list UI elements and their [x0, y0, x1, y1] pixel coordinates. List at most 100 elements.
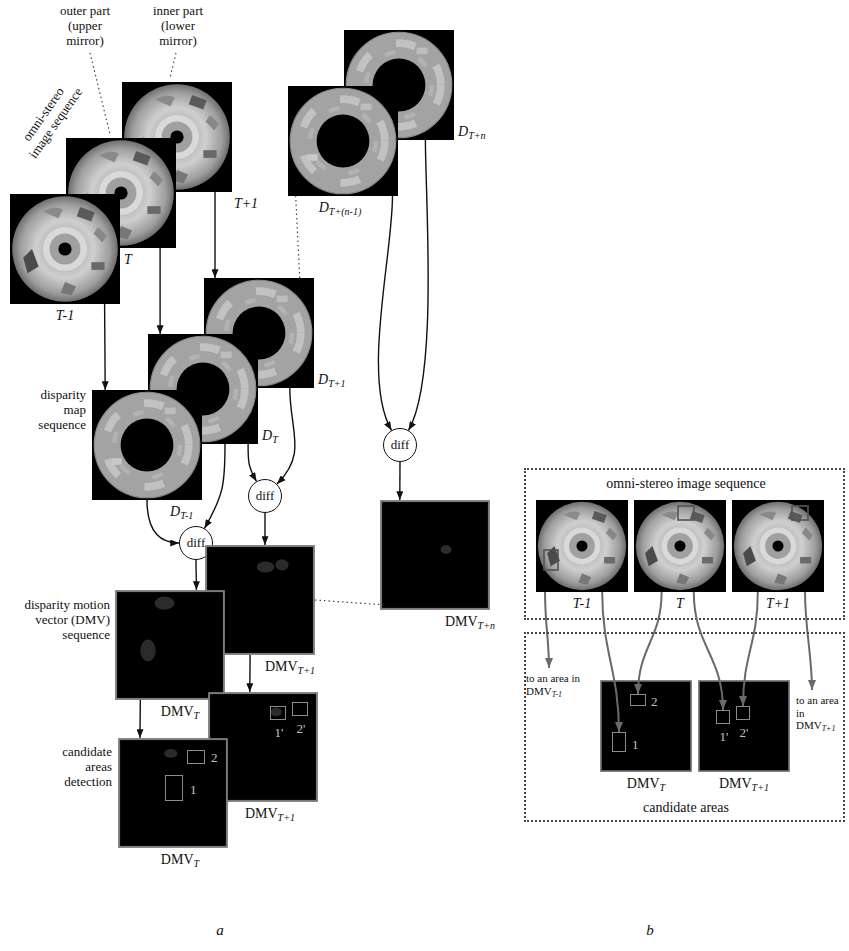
graphic-circle: [94, 392, 200, 498]
graphic-svg: [380, 500, 490, 610]
frame-caption: DMVT: [161, 704, 199, 720]
frame-caption: T+1: [766, 596, 790, 612]
graphic-path: [606, 528, 617, 541]
dmv-panel: DMVT+11'2': [698, 680, 790, 772]
omni-image: T-1: [536, 500, 628, 592]
frame-caption: T-1: [56, 308, 74, 324]
graphic-path: [774, 574, 787, 585]
graphic-rect: [601, 681, 691, 771]
graphic-circle: [290, 88, 396, 194]
graphic-path: [743, 546, 756, 566]
frame-caption: DMVT+n: [445, 614, 495, 630]
subscript: T+(n-1): [329, 206, 362, 217]
text-holder: diff: [384, 429, 416, 461]
graphic-rect: [788, 511, 803, 523]
graphic-rect: [592, 511, 607, 523]
flow-arrow: [638, 592, 662, 694]
graphic-circle: [310, 108, 376, 174]
graphic-svg: [600, 680, 692, 772]
candidate-area-box: 2': [292, 702, 308, 716]
text-holder: DMVT+1: [245, 804, 295, 822]
text-holder: DT+(n-1): [319, 198, 362, 216]
graphic-rect: [361, 104, 372, 111]
text-holder: T-1: [56, 306, 74, 324]
graphic-rect: [308, 154, 318, 161]
graphic-path: [645, 546, 658, 566]
annotation-label: outer part (upper mirror): [51, 4, 119, 49]
text-holder: 2: [211, 748, 218, 766]
graphic-circle: [317, 115, 370, 168]
candidate-area-box: 2: [187, 750, 205, 764]
leader-line: [170, 53, 176, 78]
callout-number: 2': [297, 722, 306, 737]
frame-caption: DT-1: [170, 504, 193, 520]
frame-caption: T: [124, 252, 132, 268]
disparity-map: DT-1: [92, 390, 202, 500]
candidate-area-box: 1: [612, 732, 626, 752]
graphic-circle: [772, 540, 783, 551]
graphic-circle: [576, 540, 587, 551]
graphic-rect: [604, 557, 615, 563]
frame-caption: DT+n: [458, 124, 486, 140]
candidate-area-box: 2: [630, 694, 646, 706]
graphic-rect: [800, 557, 811, 563]
flow-arrow: [104, 304, 106, 390]
graphic-svg: [92, 390, 202, 500]
callout-number: 2': [740, 726, 749, 741]
subscript: T+1: [822, 725, 836, 734]
graphic-circle: [12, 196, 118, 302]
graphic-svg: [732, 500, 824, 592]
callout-number: 2: [211, 751, 218, 766]
flow-arrow: [264, 513, 265, 545]
graphic-rect: [288, 86, 398, 196]
frame-caption: DT: [262, 428, 278, 444]
graphic-circle: [121, 419, 174, 472]
flow-arrow: [249, 655, 251, 692]
annotation-label: inner part (lower mirror): [144, 4, 212, 49]
text-holder: DT: [262, 426, 278, 444]
flow-arrow: [205, 444, 226, 528]
text-holder: a: [205, 922, 235, 939]
graphic-circle: [538, 502, 626, 590]
omni-image: T+1: [732, 500, 824, 592]
text-holder: 2': [297, 719, 306, 737]
graphic-rect: [165, 408, 176, 415]
graphic-path: [206, 115, 219, 130]
graphic-rect: [536, 500, 628, 592]
subscript: T+1: [298, 665, 315, 676]
flow-arrow: [248, 444, 256, 481]
flow-arrow: [195, 560, 197, 590]
subscript: T+n: [478, 620, 495, 631]
frame-caption: DMVT: [161, 852, 199, 868]
graphic-circle: [105, 403, 189, 487]
candidate-area-box: 1': [716, 710, 730, 724]
text-holder: outer part (upper mirror): [51, 4, 119, 49]
flow-arrow: [139, 700, 141, 738]
graphic-circle: [50, 234, 81, 265]
subscript: T: [194, 858, 200, 869]
subscript: T-1: [180, 510, 193, 521]
frame-caption: T: [676, 596, 684, 612]
graphic-ellipse: [155, 597, 175, 610]
callout-number: 1: [632, 738, 639, 753]
graphic-circle: [734, 502, 822, 590]
group-heading: omni-stereo image sequence: [606, 476, 765, 492]
graphic-path: [802, 528, 813, 541]
graphic-path: [662, 511, 679, 520]
text-holder: 1': [720, 727, 729, 745]
pointer-arrow: [545, 591, 549, 668]
text-holder: omni-stereo image sequence: [606, 474, 765, 492]
group-heading: candidate areas: [643, 800, 729, 816]
subscript: T+n: [468, 130, 485, 141]
text-holder: to an area in DMVT-1: [526, 672, 582, 697]
graphic-circle: [114, 412, 180, 478]
frame-caption: T-1: [573, 596, 591, 612]
flow-arrow: [214, 192, 215, 278]
graphic-rect: [10, 194, 120, 304]
text-holder: DMVT: [627, 774, 665, 792]
graphic-circle: [564, 528, 601, 565]
graphic-rect: [792, 506, 808, 520]
subscript: T+1: [752, 782, 769, 793]
graphic-circle: [674, 540, 685, 551]
graphic-rect: [678, 506, 694, 520]
